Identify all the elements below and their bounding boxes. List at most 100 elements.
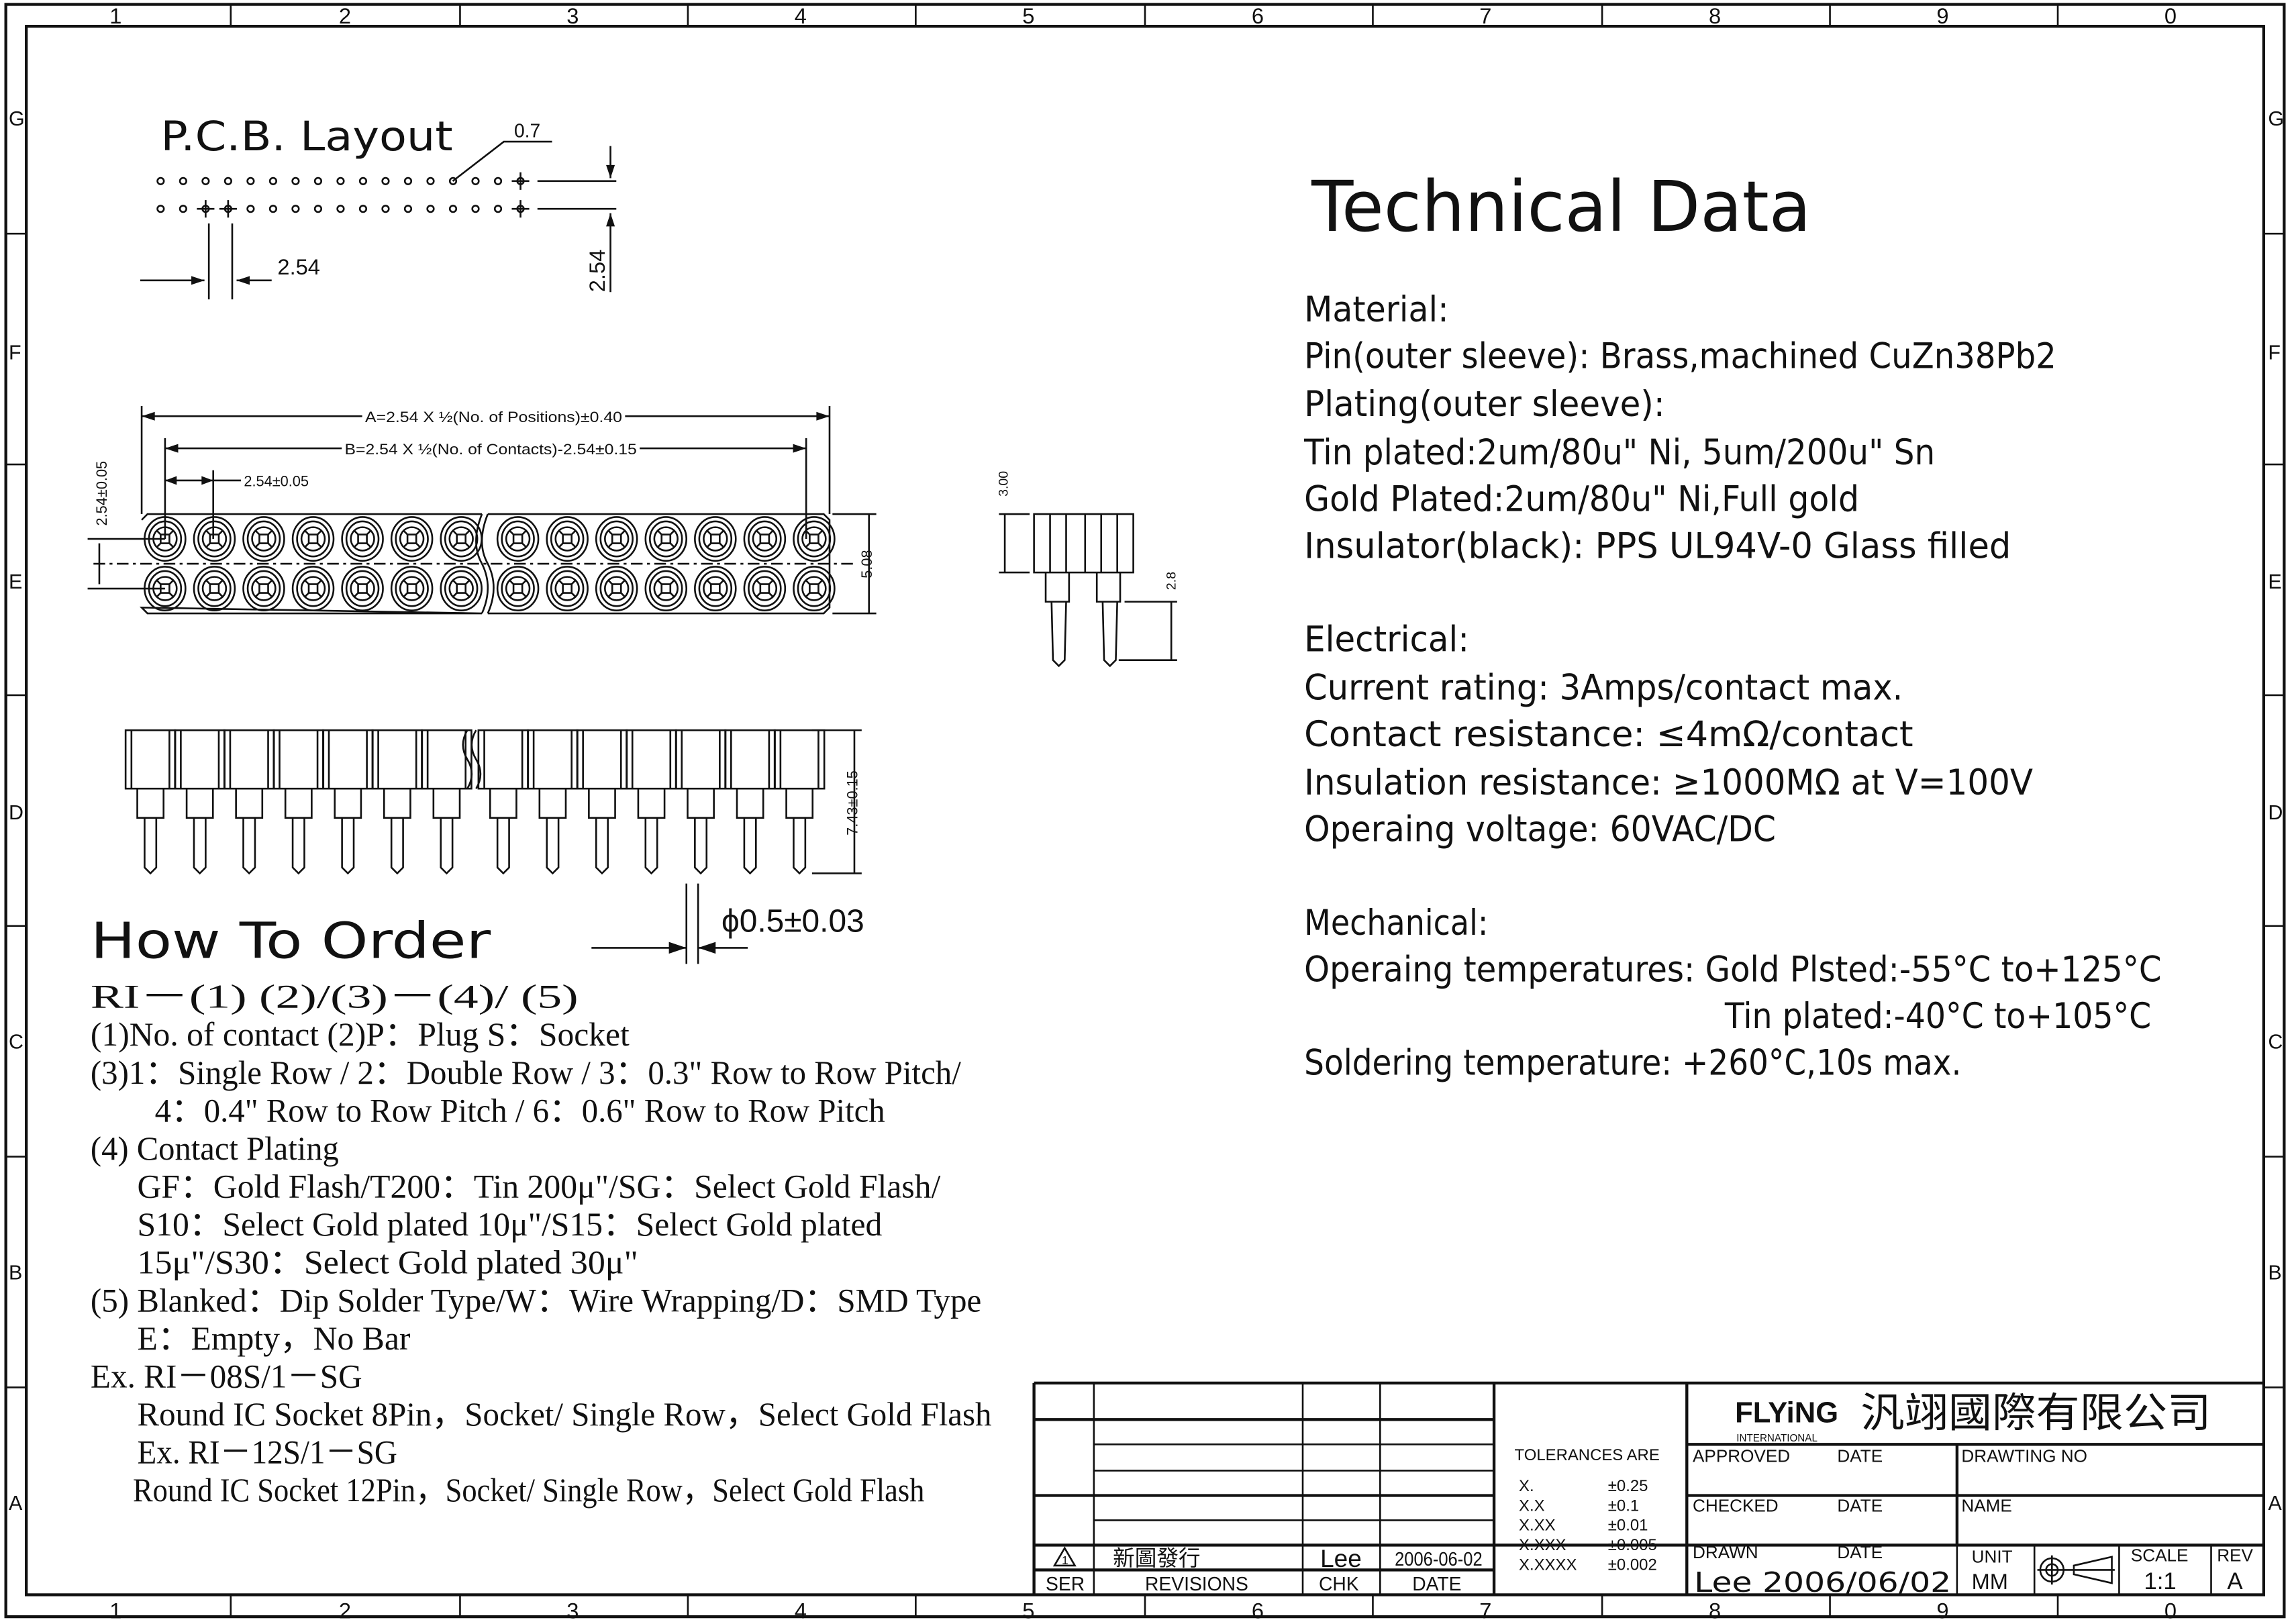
tolerance-key: X.XX <box>1519 1517 1556 1535</box>
order-line: GF：Gold Flash/T200：Tin 200μ"/SG：Select G… <box>138 1168 941 1205</box>
zone-column-label: 9 <box>1936 1598 1948 1623</box>
top-view: A=2.54 X ½(No. of Positions)±0.40 B=2.54… <box>87 405 877 615</box>
pcb-hole <box>179 205 187 213</box>
zone-column-label: 9 <box>1936 3 1948 28</box>
pcb-hole <box>268 176 278 185</box>
socket-contact <box>743 566 787 611</box>
pcb-hole <box>426 176 435 185</box>
name-label: NAME <box>1961 1495 2011 1515</box>
side-view: 7.43±0.15 ϕ0.5±0.03 <box>124 729 864 964</box>
pcb-hole <box>223 176 232 185</box>
pcb-hole-center-mark <box>219 200 237 218</box>
tech-data-line: Plating(outer sleeve): <box>1304 385 1664 425</box>
order-line: (3)1：Single Row / 2：Double Row / 3：0.3" … <box>91 1054 961 1091</box>
zone-row-label: D <box>2268 801 2283 824</box>
company-logo-sub: INTERNATIONAL <box>1736 1433 1818 1444</box>
zone-column-label: 7 <box>1479 3 1491 28</box>
socket-contact <box>144 516 187 562</box>
zone-row-label: G <box>9 107 25 130</box>
socket-contact <box>644 566 688 611</box>
height-label: 7.43±0.15 <box>844 770 860 835</box>
pcb-hole-center-mark <box>511 172 530 190</box>
zone-column-label: 6 <box>1252 1598 1264 1623</box>
tech-data-line: Gold Plated:2um/80u" Ni,Full gold <box>1304 480 1859 520</box>
pcb-hole <box>448 205 458 213</box>
order-line: Round IC Socket 12Pin，Socket/ Single Row… <box>133 1471 924 1509</box>
socket-contact <box>291 566 335 611</box>
dim-width-label: 5.08 <box>858 550 875 578</box>
pcb-hole <box>156 176 165 185</box>
pcb-hole <box>471 176 480 185</box>
socket-contact <box>793 566 836 611</box>
order-line: Ex. RI－12S/1－SG <box>138 1433 397 1471</box>
zone-column-label: 4 <box>795 1598 807 1623</box>
pcb-hole <box>403 205 413 213</box>
zone-row-label: B <box>9 1261 22 1284</box>
pcb-hole <box>426 205 435 213</box>
socket-contact <box>743 516 787 562</box>
socket-contact <box>546 566 589 611</box>
zone-column-label: 3 <box>566 1598 579 1623</box>
rev-label: REV <box>2217 1545 2253 1565</box>
tech-data-line: Pin(outer sleeve): Brass,machined CuZn38… <box>1304 336 2056 376</box>
revision-date: 2006-06-02 <box>1395 1548 1483 1570</box>
order-line: 15μ"/S30：Select Gold plated 30μ" <box>138 1244 638 1281</box>
socket-contact <box>595 516 638 562</box>
socket-pin <box>421 729 472 875</box>
pcb-hole <box>471 205 480 213</box>
approved-date-label: DATE <box>1837 1445 1883 1466</box>
pcb-hole <box>493 205 503 213</box>
pcb-hole <box>358 205 368 213</box>
order-line: Round IC Socket 8Pin，Socket/ Single Row，… <box>138 1395 992 1433</box>
zone-column-label: 0 <box>2164 1598 2177 1623</box>
zone-column-label: 2 <box>339 3 351 28</box>
zone-row-label: G <box>2268 107 2284 130</box>
pcb-hole <box>448 176 458 185</box>
tech-data-line: Operaing voltage: 60VAC/DC <box>1304 810 1776 850</box>
pitch-v-label: 2.54 <box>585 250 609 293</box>
socket-contact <box>193 566 236 611</box>
unit-value: MM <box>1972 1569 2008 1594</box>
zone-column-label: 1 <box>109 1598 121 1623</box>
pcb-layout: P.C.B. Layout 0.7 2.54 2.54 <box>140 113 617 300</box>
checked-date-label: DATE <box>1837 1495 1883 1515</box>
socket-contact <box>546 516 589 562</box>
zone-column-label: 1 <box>109 3 121 28</box>
end-dim-pin-label: 2.8 <box>1164 572 1179 590</box>
zone-column-label: 3 <box>566 3 579 28</box>
zone-column-label: 4 <box>795 3 807 28</box>
socket-contact <box>793 516 836 562</box>
how-to-order-title: How To Order <box>91 913 491 970</box>
pcb-hole <box>156 205 165 213</box>
order-line: RI－(1) (2)/(3)－(4)/ (5) <box>91 978 579 1015</box>
checked-label: CHECKED <box>1693 1495 1779 1515</box>
socket-contact <box>390 516 434 562</box>
pcb-hole <box>291 176 300 185</box>
socket-contact <box>595 566 638 611</box>
socket-contact <box>291 516 335 562</box>
drawn-value: Lee 2006/06/02 <box>1694 1566 1951 1598</box>
socket-contact <box>694 566 737 611</box>
socket-contact <box>496 516 540 562</box>
projection-symbol-icon <box>2037 1555 2115 1585</box>
pcb-hole <box>403 176 413 185</box>
pin-diameter-label: ϕ0.5±0.03 <box>721 903 864 939</box>
tech-data-line: Operaing temperatures: Gold Plsted:-55°C… <box>1304 950 2161 990</box>
pcb-hole <box>313 205 323 213</box>
zone-row-label: F <box>2268 341 2281 364</box>
rev-value: A <box>2227 1568 2243 1594</box>
socket-contact <box>242 516 285 562</box>
revision-ser: 1 <box>1062 1554 1068 1567</box>
socket-contact <box>440 516 483 562</box>
zone-row-label: D <box>9 801 23 824</box>
pcb-hole-center-mark <box>511 200 530 218</box>
technical-data-title: Technical Data <box>1311 166 1811 248</box>
scale-label: SCALE <box>2131 1545 2189 1565</box>
tech-data-line: Mechanical: <box>1304 903 1488 944</box>
drawing-no-label: DRAWTING NO <box>1961 1445 2087 1466</box>
scale-value: 1:1 <box>2144 1568 2176 1594</box>
dim-a-label: A=2.54 X ½(No. of Positions)±0.40 <box>365 409 622 425</box>
header-chk: CHK <box>1319 1573 1359 1594</box>
tech-data-line: Insulation resistance: ≥1000MΩ at V=100V <box>1304 763 2033 803</box>
